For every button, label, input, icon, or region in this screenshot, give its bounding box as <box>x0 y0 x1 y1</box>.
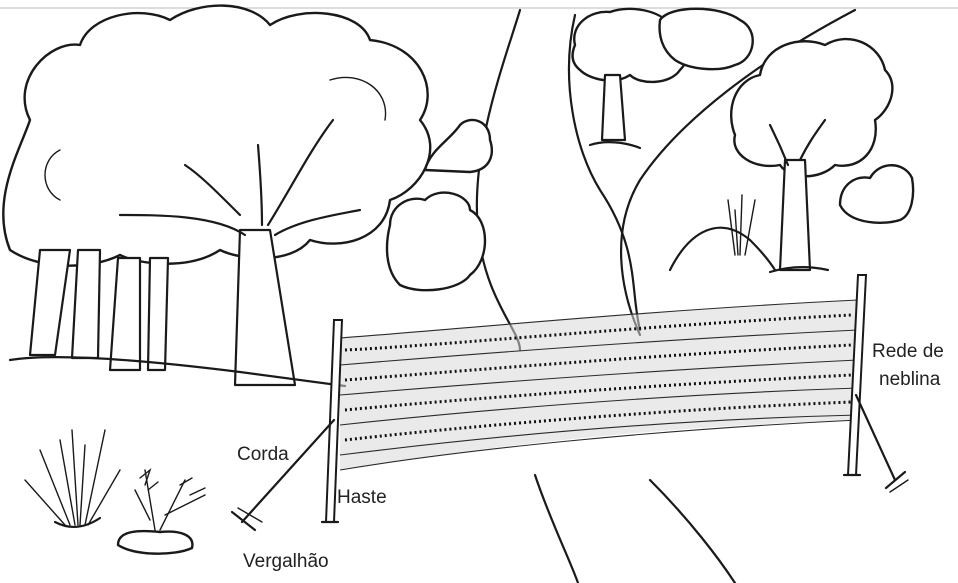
label-corda: Corda <box>237 444 289 466</box>
label-haste: Haste <box>337 487 387 509</box>
label-vergalhao: Vergalhão <box>243 551 329 573</box>
label-rede-line1: Rede de <box>872 341 944 363</box>
label-rede-line2: neblina <box>879 369 940 391</box>
